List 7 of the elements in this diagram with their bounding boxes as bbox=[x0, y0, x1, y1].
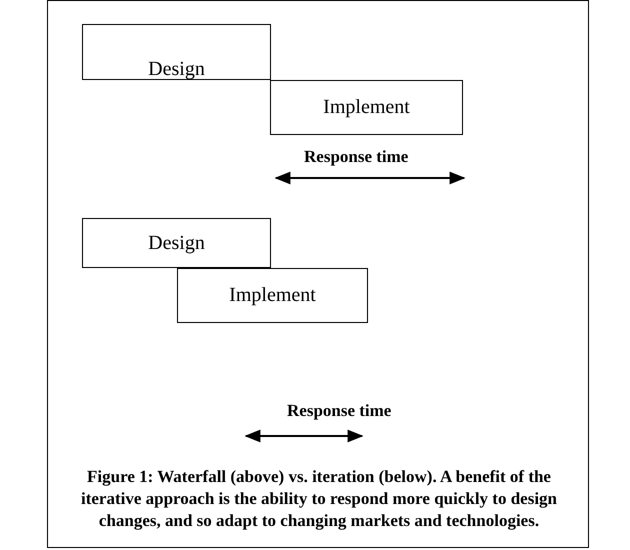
dimension-label: Response time bbox=[304, 147, 408, 167]
phase-bar: Implement bbox=[270, 80, 463, 135]
phase-bar: Design bbox=[82, 24, 271, 80]
phase-bar: Implement bbox=[177, 268, 368, 323]
dimension-label: Response time bbox=[287, 401, 392, 421]
figure-caption: Figure 1: Waterfall (above) vs. iteration (below). A benefit of the iterative approach is the ability to respond more quickly to design changes, and so adapt to changing markets and technologies. bbox=[80, 466, 558, 532]
phase-bar: Design bbox=[82, 218, 271, 268]
